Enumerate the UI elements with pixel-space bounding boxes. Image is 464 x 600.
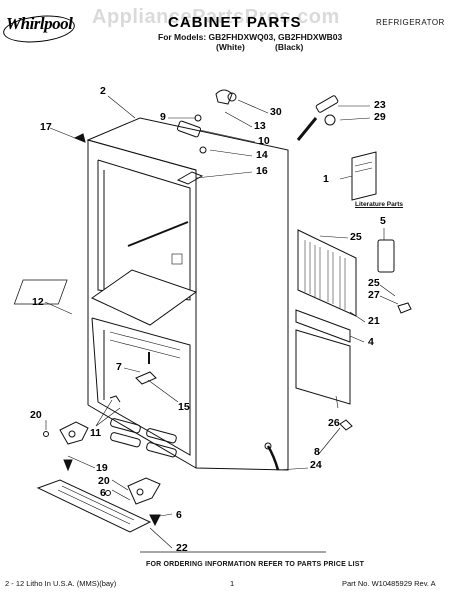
callout-label: 24	[310, 459, 322, 471]
callout-label: 16	[256, 165, 268, 177]
litho-text: 2 - 12 Litho In U.S.A. (MMS)(bay)	[5, 579, 117, 588]
callout-label: 8	[314, 446, 320, 458]
page-title: CABINET PARTS	[168, 14, 302, 31]
leveling-parts	[43, 352, 161, 527]
callout-label: 13	[254, 120, 266, 132]
callout-label: 22	[176, 542, 188, 554]
literature-parts-label: Literature Parts	[355, 201, 404, 208]
callout-label: 10	[258, 135, 270, 147]
callout-label: 6	[176, 509, 182, 521]
front-grille	[36, 479, 152, 533]
callout-label: 20	[30, 409, 42, 421]
literature-card	[351, 151, 377, 201]
callout-label: 26	[328, 417, 340, 429]
callout-label: 2	[100, 85, 106, 97]
lower-right-parts	[264, 419, 353, 471]
brand-logo: Whirlpool	[6, 14, 73, 33]
callout-label: 4	[368, 336, 374, 348]
callout-label: 12	[32, 296, 44, 308]
callout-label: 17	[40, 121, 52, 133]
variant-black: (Black)	[275, 42, 304, 52]
ordering-note: FOR ORDERING INFORMATION REFER TO PARTS …	[146, 561, 365, 568]
callout-label: 20	[98, 475, 110, 487]
category-label: REFRIGERATOR	[376, 18, 445, 27]
variant-white: (White)	[216, 42, 245, 52]
callout-label: 11	[90, 427, 102, 439]
callout-label: 14	[256, 149, 268, 161]
callout-label: 7	[116, 361, 122, 373]
callout-label: 5	[380, 215, 386, 227]
callout-label: 30	[270, 106, 282, 118]
callout-label: 23	[374, 99, 386, 111]
leader-lines	[44, 95, 399, 549]
callout-label: 29	[374, 111, 386, 123]
callout-label: 15	[178, 401, 190, 413]
callout-label: 25	[368, 277, 380, 289]
watermark: AppliancePartsPros.com	[92, 6, 340, 28]
callout-label: 19	[96, 462, 108, 474]
part-number: Part No. W10485929 Rev. A	[342, 579, 436, 588]
callout-label: 25	[350, 231, 362, 243]
models-line: For Models: GB2FHDXWQ03, GB2FHDXWB03	[158, 32, 343, 42]
hinge-assembly	[296, 95, 339, 141]
callout-label: 1	[323, 173, 329, 185]
cabinet-body	[13, 117, 289, 471]
top-parts	[73, 89, 237, 185]
side-panels	[295, 229, 412, 405]
callout-label: 6	[100, 487, 106, 499]
callout-label: 9	[160, 111, 166, 123]
callout-label: 21	[368, 315, 380, 327]
callout-label: 27	[368, 289, 380, 301]
page-number: 1	[230, 579, 235, 588]
